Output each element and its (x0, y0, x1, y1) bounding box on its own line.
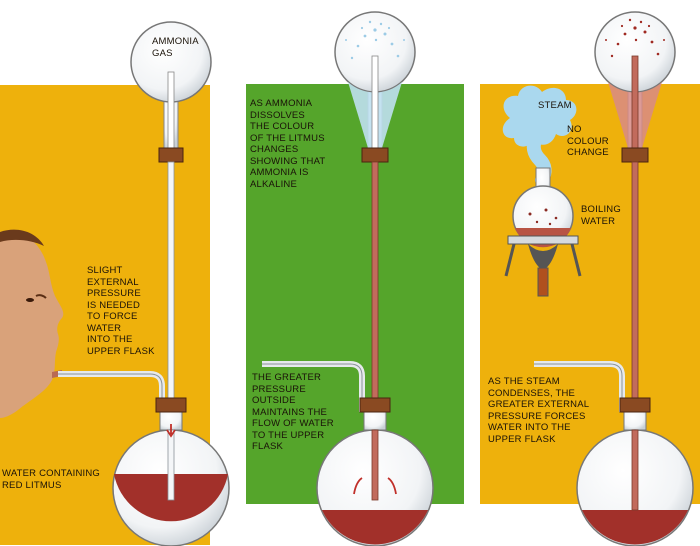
stopper-1-bottom (155, 397, 187, 413)
steam-cloud (502, 85, 577, 147)
hair (0, 229, 44, 246)
ammonia-dissolves-label: AS AMMONIA DISSOLVES THE COLOUR OF THE L… (250, 98, 326, 190)
no-colour-change-label: NO COLOUR CHANGE (567, 124, 609, 158)
red-litmus-label: WATER CONTAINING RED LITMUS (2, 468, 101, 491)
tripod-stand (507, 235, 579, 245)
spray-2 (345, 20, 405, 60)
spray-3 (605, 18, 665, 58)
stopper-2-bottom (359, 397, 391, 413)
boiling-water-label: BOILING WATER (581, 204, 621, 227)
steam-condenses-label: AS THE STEAM CONDENSES, THE GREATER EXTE… (488, 376, 590, 445)
red-litmus-3 (582, 510, 688, 545)
burner-flame (528, 244, 558, 270)
greater-pressure-label: THE GREATER PRESSURE OUTSIDE MAINTAINS T… (252, 372, 334, 452)
ammonia-gas-label: AMMONIA GAS (152, 36, 199, 59)
red-litmus-2 (322, 510, 428, 545)
slight-pressure-label: SLIGHT EXTERNAL PRESSURE IS NEEDED TO FO… (87, 265, 155, 357)
stopper-3-bottom (619, 397, 651, 413)
stopper-1-top (158, 147, 184, 163)
steam-label: STEAM (538, 100, 572, 111)
panel-3-background (480, 84, 700, 504)
face-silhouette (0, 231, 64, 418)
stopper-2-top (361, 147, 389, 163)
stopper-3-top (621, 147, 649, 163)
